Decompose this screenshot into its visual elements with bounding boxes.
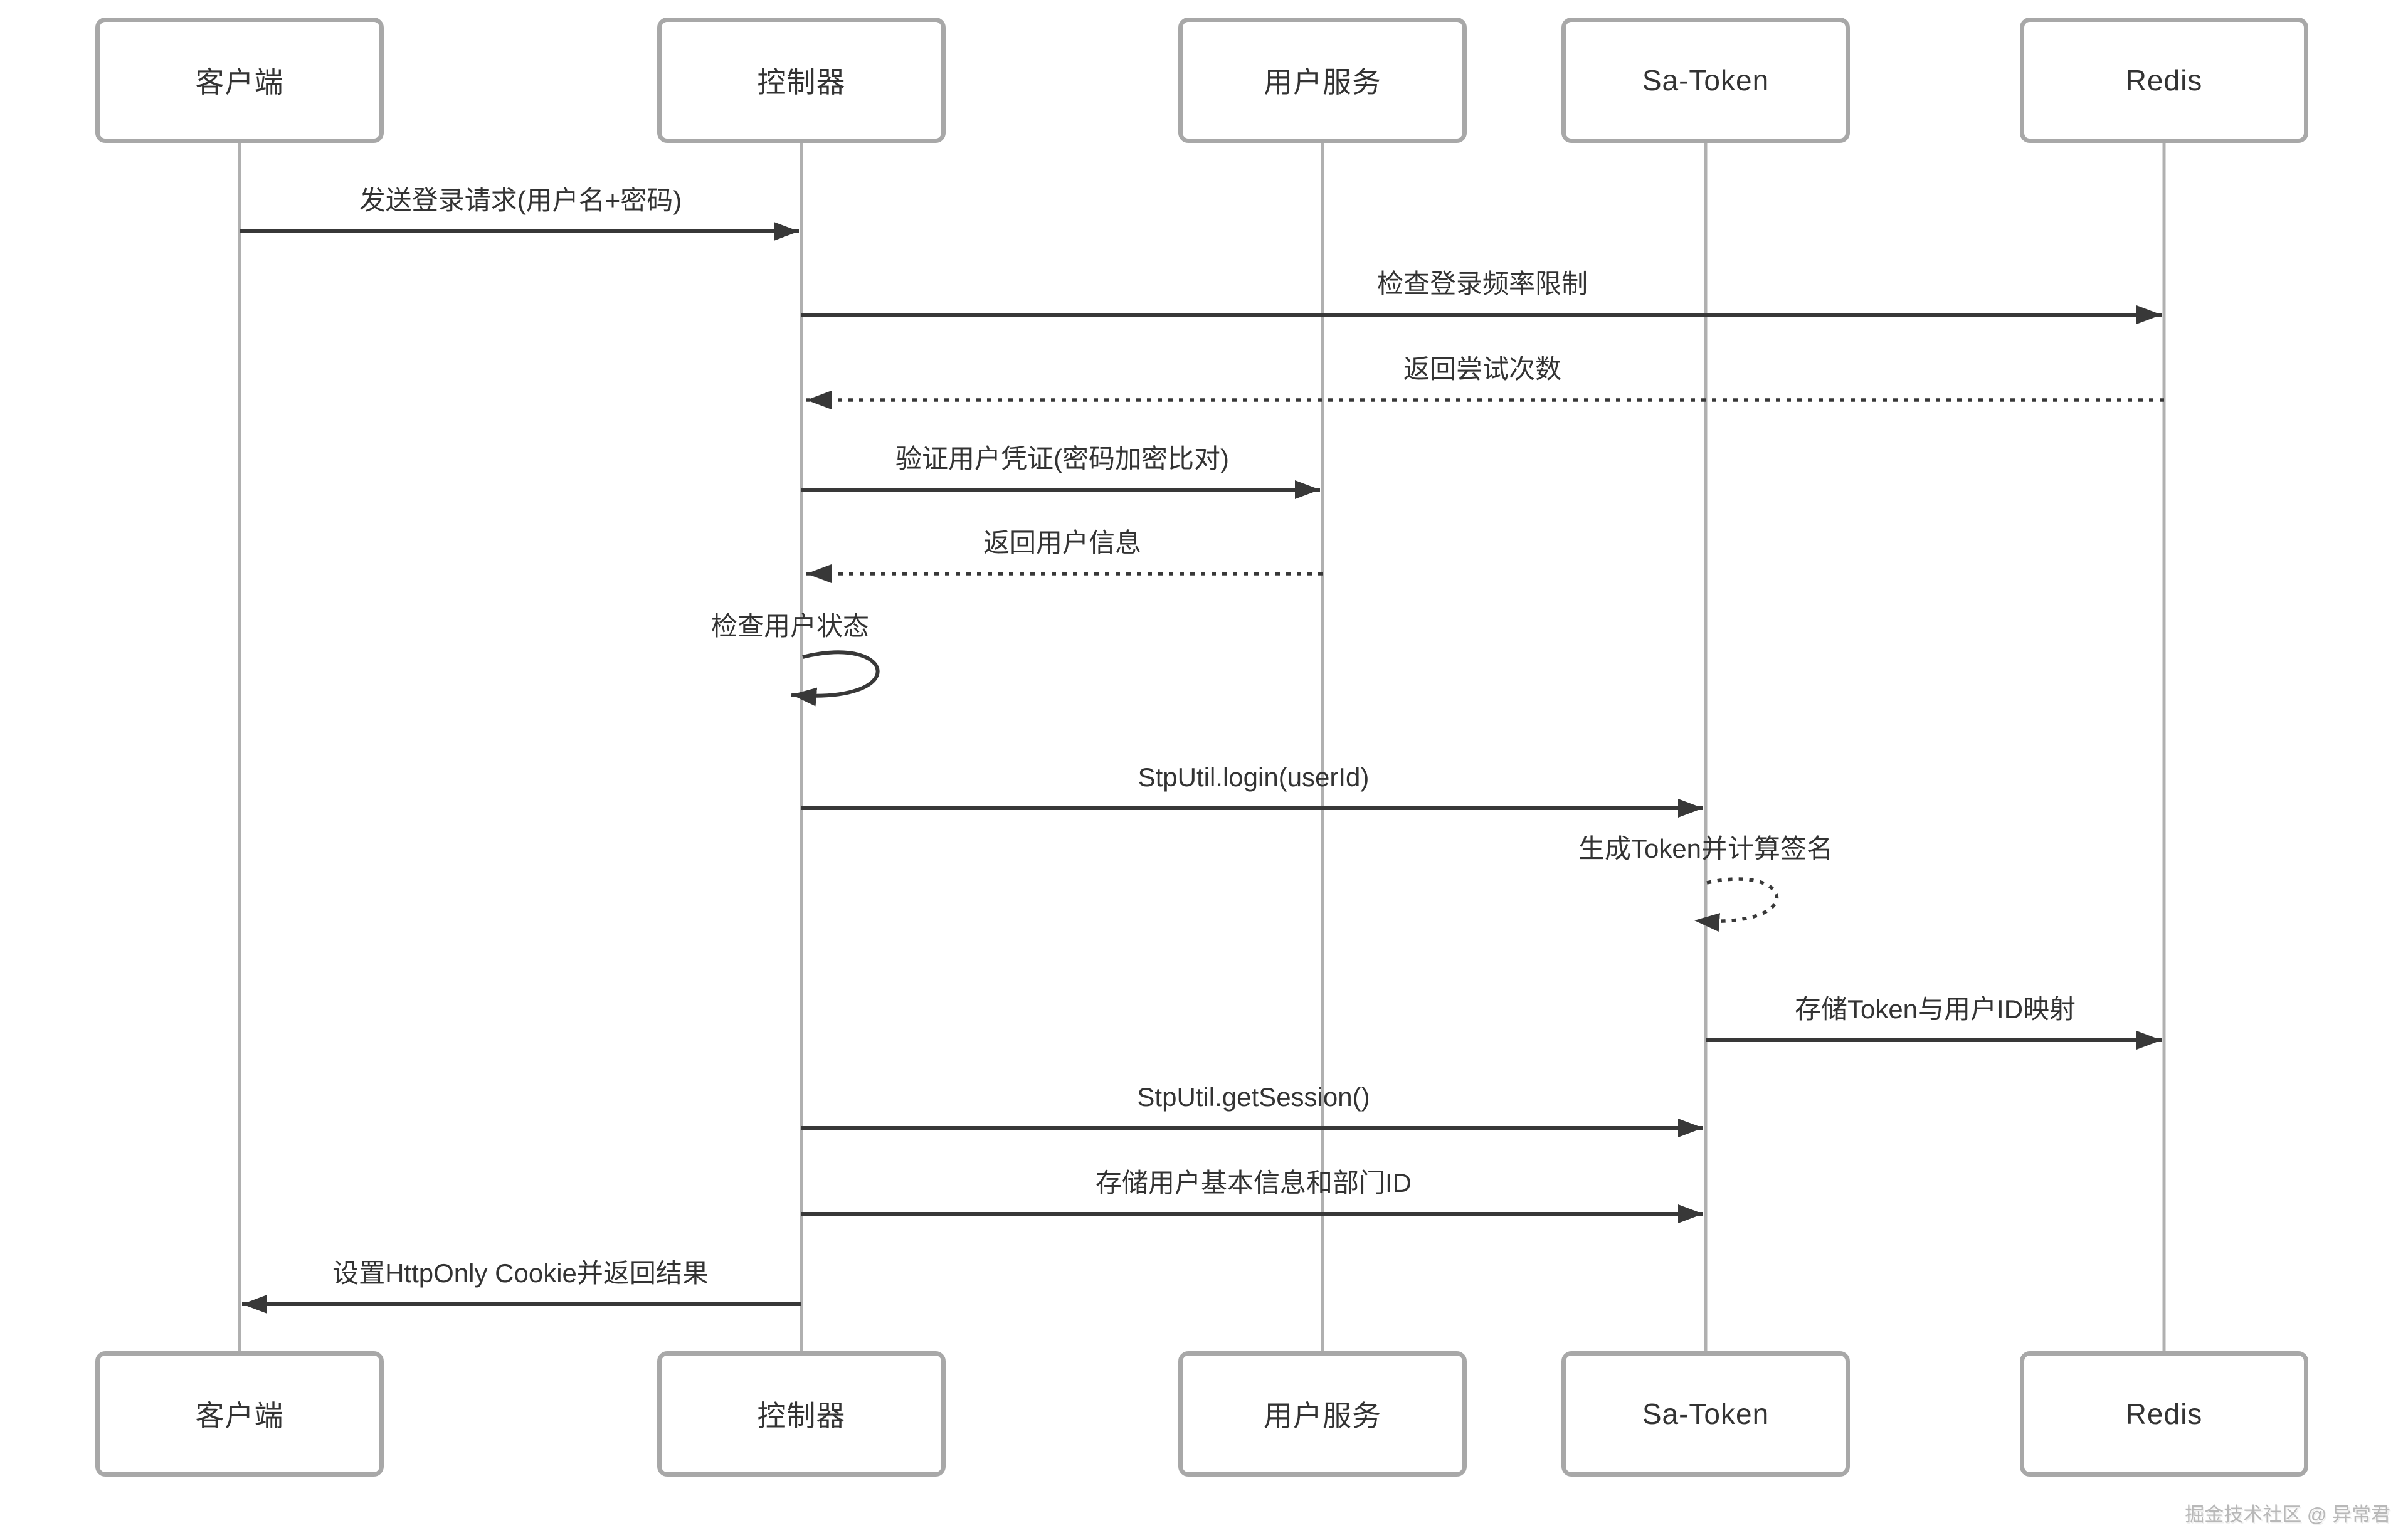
- participant-label-client: 客户端: [195, 66, 284, 98]
- participant-sa-token-bottom: Sa-Token: [1561, 1351, 1850, 1477]
- participant-label-client: 客户端: [195, 1399, 284, 1432]
- participant-label-controller: 控制器: [757, 66, 846, 98]
- participant-user-service-bottom: 用户服务: [1178, 1351, 1467, 1477]
- message-label-check-user-status: 检查用户状态: [710, 611, 870, 641]
- participant-client-bottom: 客户端: [95, 1351, 384, 1477]
- message-label-verify-user-credentials: 验证用户凭证(密码加密比对): [895, 444, 1229, 473]
- message-label-check-login-rate-limit: 检查登录频率限制: [1376, 269, 1588, 298]
- message-label-store-token-mapping: 存储Token与用户ID映射: [1794, 994, 2076, 1024]
- participant-user-service-top: 用户服务: [1178, 18, 1467, 143]
- watermark-text: 掘金技术社区 @ 异常君: [2185, 1504, 2390, 1525]
- self-loop-generate-token-signature: [1694, 877, 1779, 932]
- participant-redis-top: Redis: [2020, 18, 2308, 143]
- participant-redis-bottom: Redis: [2020, 1351, 2308, 1477]
- participant-client-top: 客户端: [95, 18, 384, 143]
- message-label-generate-token: 生成Token并计算签名: [1578, 834, 1834, 863]
- self-loop-check-user-status: [791, 650, 880, 707]
- participant-label-redis: Redis: [2125, 64, 2203, 97]
- message-label-stputil-getsession: StpUtil.getSession(): [1137, 1082, 1370, 1112]
- participant-label-user-service: 用户服务: [1264, 1399, 1381, 1432]
- message-label-stputil-login: StpUtil.login(userId): [1138, 762, 1370, 792]
- participant-label-redis: Redis: [2125, 1398, 2203, 1430]
- participant-sa-token-top: Sa-Token: [1561, 18, 1850, 143]
- participant-label-sa-token: Sa-Token: [1642, 64, 1770, 97]
- participant-label-user-service: 用户服务: [1264, 66, 1381, 98]
- message-label-send-login-request: 发送登录请求(用户名+密码): [359, 186, 682, 215]
- message-label-return-attempt-count: 返回尝试次数: [1403, 354, 1562, 384]
- message-label-return-user-info: 返回用户信息: [983, 528, 1142, 557]
- participant-controller-bottom: 控制器: [657, 1351, 946, 1477]
- message-label-store-user-basic-info: 存储用户基本信息和部门ID: [1095, 1168, 1412, 1198]
- participant-label-controller: 控制器: [757, 1399, 846, 1432]
- participant-label-sa-token: Sa-Token: [1642, 1398, 1770, 1430]
- participant-controller-top: 控制器: [657, 18, 946, 143]
- message-label-set-httponly-cookie: 设置HttpOnly Cookie并返回结果: [332, 1258, 709, 1288]
